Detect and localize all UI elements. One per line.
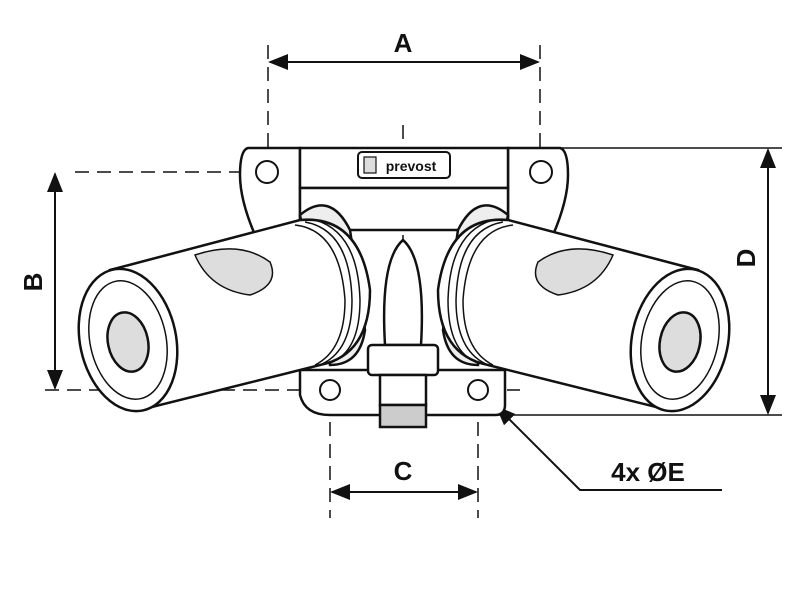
dimension-b-label: B <box>18 273 48 292</box>
dimension-d-label: D <box>731 249 761 268</box>
logo-mark <box>363 156 377 174</box>
mounting-holes <box>255 160 553 401</box>
right-fitting <box>436 204 731 413</box>
logo-text: prevost <box>386 158 437 174</box>
dimension-c-label: C <box>394 456 413 486</box>
logo-badge <box>357 151 451 179</box>
hole-leader-line <box>495 405 722 491</box>
dimension-a-label: A <box>394 28 413 58</box>
hole-spec-label: 4x ØE <box>611 457 685 487</box>
center-valve <box>366 238 440 429</box>
left-fitting <box>77 204 372 413</box>
